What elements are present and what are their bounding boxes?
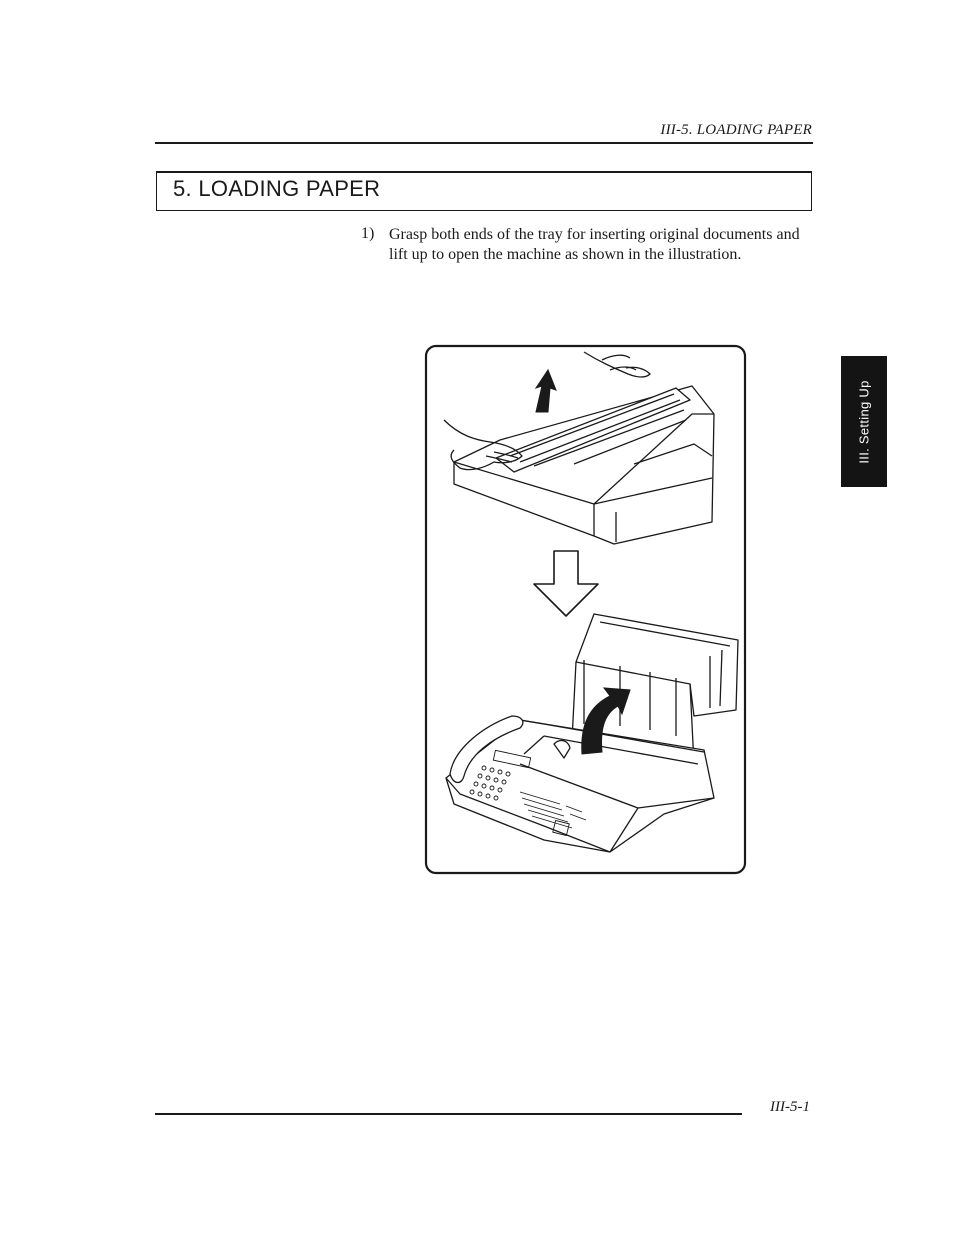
curved-up-arrow-icon [581,687,631,755]
section-box-top-rule [156,171,812,173]
fax-machine-open-icon [445,613,739,853]
up-arrow-icon [534,368,557,413]
down-arrow-icon [533,550,599,617]
page-number: III-5-1 [770,1099,810,1115]
chapter-side-tab: III. Setting Up [841,356,887,487]
step-number: 1) [361,225,375,242]
running-head: III-5. LOADING PAPER [660,122,812,138]
chapter-side-tab-label: III. Setting Up [856,379,872,464]
step-text: Grasp both ends of the tray for insertin… [389,226,800,263]
hands-lifting-tray-icon [443,351,715,545]
header-rule [155,142,813,144]
section-title: 5. LOADING PAPER [173,176,381,201]
section-title-box [156,171,812,211]
loading-paper-illustration [424,344,747,875]
footer-rule [155,1113,742,1115]
